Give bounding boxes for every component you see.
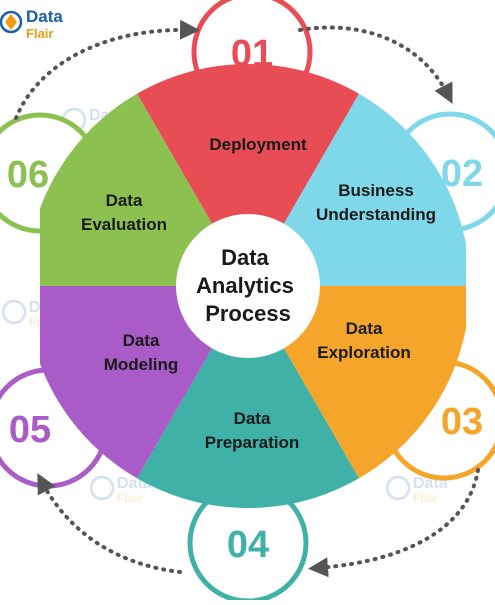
- process-sector-02: [248, 93, 466, 286]
- process-step-label-line: Modeling: [104, 355, 179, 374]
- process-step-label-line: Data: [106, 191, 143, 210]
- center-circle: [176, 214, 320, 358]
- step-number-06: 06: [7, 154, 49, 196]
- center-title-line: Process: [205, 301, 291, 326]
- cycle-arrow: [37, 473, 182, 574]
- step-number-01: 01: [231, 33, 273, 75]
- center-title-line: Data: [221, 245, 269, 270]
- logo-mark-accent-icon: [5, 14, 17, 30]
- process-step-label-line: Data: [234, 409, 271, 428]
- dataflair-logo: Data Flair: [0, 7, 63, 41]
- process-step-label-line: Exploration: [317, 343, 411, 362]
- cycle-arrow: [298, 25, 453, 104]
- process-step-label-line: Understanding: [316, 205, 436, 224]
- process-sector-04: [137, 286, 359, 509]
- logo-mark-icon: [0, 10, 23, 34]
- cycle-arrow: [14, 19, 200, 120]
- step-number-03: 03: [441, 401, 483, 443]
- process-step-label-line: Preparation: [205, 433, 299, 452]
- process-step-label-line: Evaluation: [81, 215, 167, 234]
- watermark-mark-icon: [89, 475, 115, 501]
- process-step-label-line: Business: [338, 181, 414, 200]
- watermark-text: Flair: [117, 491, 143, 505]
- watermark-text: Flair: [413, 491, 439, 505]
- process-step-label-line: Deployment: [209, 135, 307, 154]
- process-step-label-01: Deployment: [209, 135, 307, 154]
- step-number-02: 02: [441, 153, 483, 195]
- process-step-label-line: Data: [346, 319, 383, 338]
- logo-text-line2: Flair: [26, 26, 53, 41]
- watermark-mark-icon: [385, 475, 411, 501]
- watermark-mark-icon: [1, 299, 27, 325]
- cycle-arrow: [308, 468, 480, 578]
- logo-text-line1: Data: [26, 7, 63, 26]
- center-title-line: Analytics: [196, 273, 294, 298]
- step-number-04: 04: [227, 524, 269, 566]
- process-sector-03: [248, 286, 466, 479]
- process-wheel: [40, 63, 466, 509]
- center-title: Data Analytics Process: [196, 245, 300, 326]
- cycle-arrows: [14, 19, 480, 578]
- process-sector-01: [137, 63, 359, 286]
- step-number-05: 05: [9, 409, 51, 451]
- process-step-label-line: Data: [123, 331, 160, 350]
